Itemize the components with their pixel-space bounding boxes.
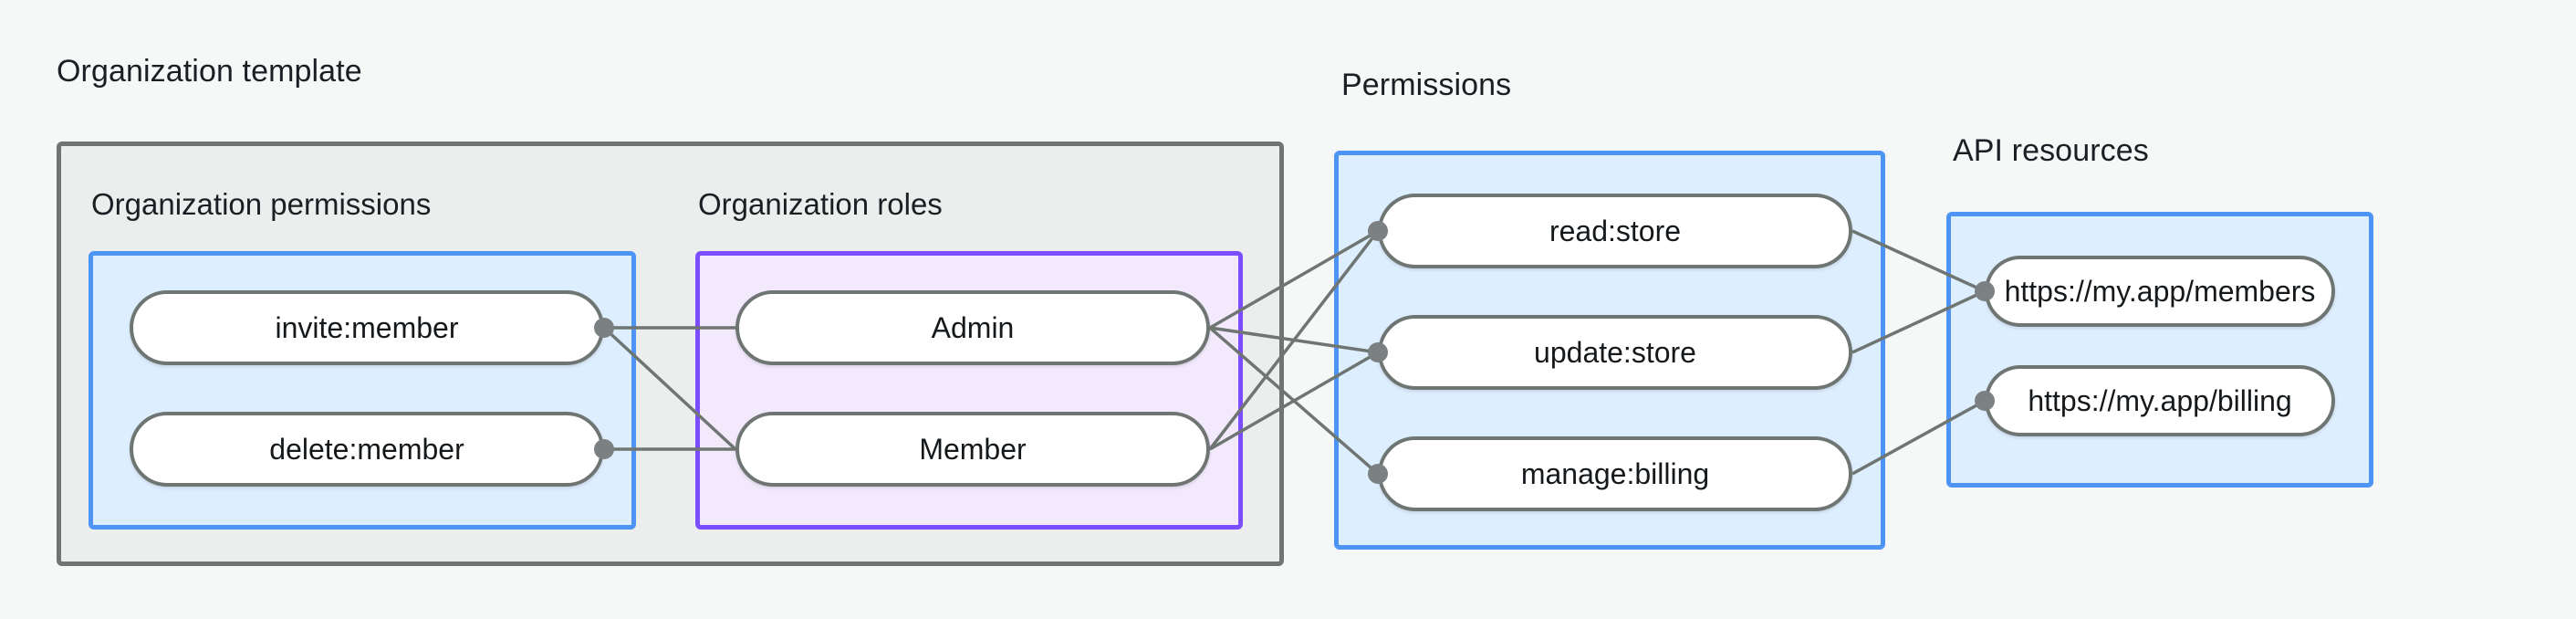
permissions-title: Permissions: [1341, 68, 1512, 102]
node-update-store[interactable]: update:store: [1378, 315, 1852, 390]
node-label: read:store: [1549, 214, 1682, 247]
node-label: https://my.app/billing: [2028, 383, 2292, 417]
node-billing-url[interactable]: https://my.app/billing: [1985, 365, 2335, 436]
node-label: Admin: [931, 310, 1015, 344]
node-label: https://my.app/members: [2004, 274, 2316, 308]
node-members-url[interactable]: https://my.app/members: [1985, 256, 2335, 327]
node-label: update:store: [1534, 335, 1696, 369]
organization-permissions-title: Organization permissions: [91, 187, 432, 221]
node-label: delete:member: [269, 432, 464, 466]
organization-template-title: Organization template: [57, 54, 362, 89]
node-label: invite:member: [275, 310, 459, 344]
organization-roles-title: Organization roles: [698, 187, 943, 221]
node-delete-member[interactable]: delete:member: [130, 412, 604, 487]
node-label: Member: [919, 432, 1027, 466]
node-label: manage:billing: [1520, 456, 1710, 490]
api-resources-title: API resources: [1953, 133, 2149, 168]
node-admin[interactable]: Admin: [735, 290, 1210, 365]
node-invite-member[interactable]: invite:member: [130, 290, 604, 365]
api-resources-group: [1946, 212, 2373, 488]
node-member[interactable]: Member: [735, 412, 1210, 487]
node-read-store[interactable]: read:store: [1378, 194, 1852, 268]
node-manage-billing[interactable]: manage:billing: [1378, 436, 1852, 511]
